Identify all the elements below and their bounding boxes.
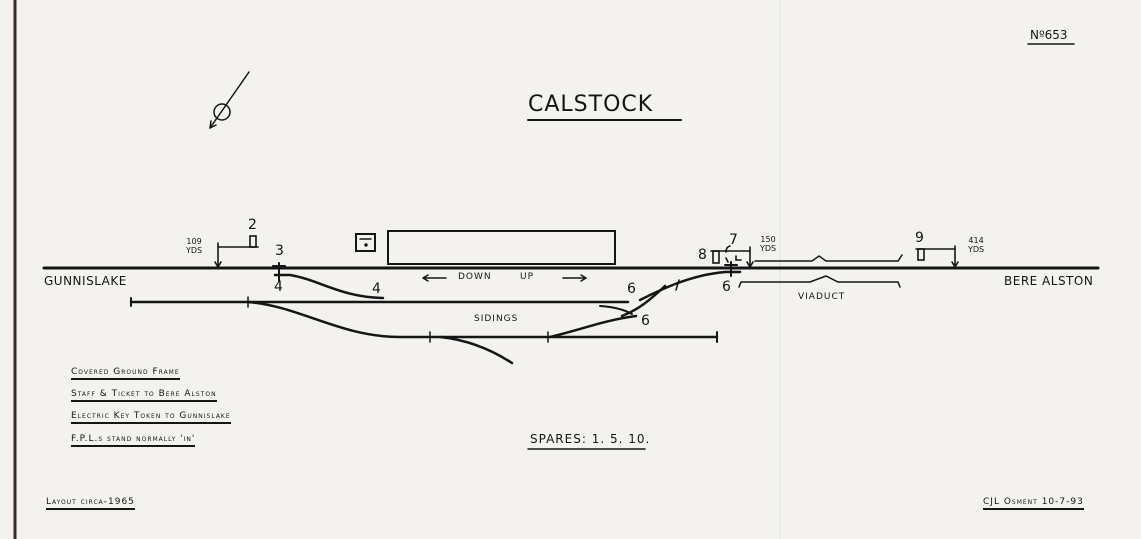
down-label: DOWN: [458, 272, 492, 282]
siding-connection: [620, 284, 667, 318]
lever-9: 9: [915, 230, 924, 246]
north-arrow-icon: [209, 71, 250, 129]
lever-7: 7: [729, 232, 738, 248]
diagram-title: CALSTOCK: [528, 92, 654, 117]
lever-6b: 6: [641, 313, 650, 329]
lever-6a: 6: [627, 281, 636, 297]
author-credit: CJL Osment 10-7-93: [983, 497, 1084, 510]
sidings-label: SIDINGS: [474, 314, 519, 324]
viaduct-brace-top: [754, 254, 903, 262]
viaduct-brace-bottom: [738, 275, 901, 288]
lever-4: 4: [274, 279, 283, 295]
diagram-number: Nº653: [1030, 28, 1068, 42]
note-1: Covered Ground Frame: [71, 367, 180, 380]
lever-8: 8: [698, 247, 707, 263]
siding-connection-lower: [548, 314, 638, 339]
ground-frame-hut: [355, 233, 376, 252]
spares-label: SPARES: 1. 5. 10.: [530, 432, 651, 446]
lever-6c: 6: [722, 279, 731, 295]
note-3: Electric Key Token to Gunnislake: [71, 411, 231, 424]
signal-8-7: [710, 245, 754, 269]
place-right: BERE ALSTON: [1004, 274, 1094, 288]
note-2: Staff & Ticket to Bere Alston: [71, 389, 217, 402]
trap-siding-4: [273, 273, 385, 300]
signal-9: [915, 245, 959, 269]
trap-6: [599, 305, 633, 315]
layout-date: Layout circa-1965: [46, 497, 135, 510]
lever-3: 3: [275, 243, 284, 259]
place-left: GUNNISLAKE: [44, 274, 127, 288]
crossover-6: [638, 270, 742, 302]
spur: [438, 335, 514, 365]
note-4: F.P.L.s stand normally 'in': [71, 434, 196, 447]
lever-2: 2: [248, 217, 257, 233]
siding-lower: [246, 300, 719, 339]
lever-4-trap: 4: [372, 281, 381, 297]
direction-arrows: [422, 274, 587, 282]
platform: [387, 230, 616, 265]
signal-2: [214, 235, 259, 269]
insulated-joint: [675, 279, 680, 291]
viaduct-label: VIADUCT: [798, 292, 846, 302]
up-label: UP: [520, 272, 535, 282]
